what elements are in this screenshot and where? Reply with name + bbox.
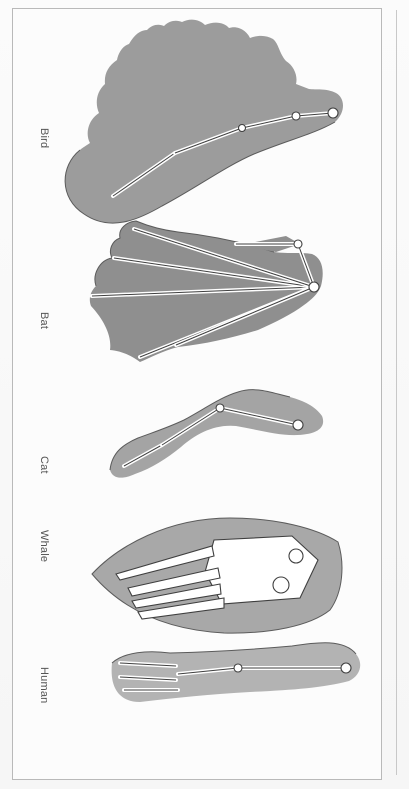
whale-label: Whale <box>38 530 50 562</box>
bird-wing-illustration <box>65 20 343 223</box>
cat-label: Cat <box>38 456 50 474</box>
human-arm-illustration <box>112 643 361 702</box>
bat-label: Bat <box>38 312 50 329</box>
whale-flipper-illustration <box>92 518 342 633</box>
bird-label: Bird <box>38 128 50 148</box>
human-label: Human <box>38 667 50 703</box>
bat-wing-illustration <box>90 221 323 362</box>
cat-limb-illustration <box>110 390 323 478</box>
